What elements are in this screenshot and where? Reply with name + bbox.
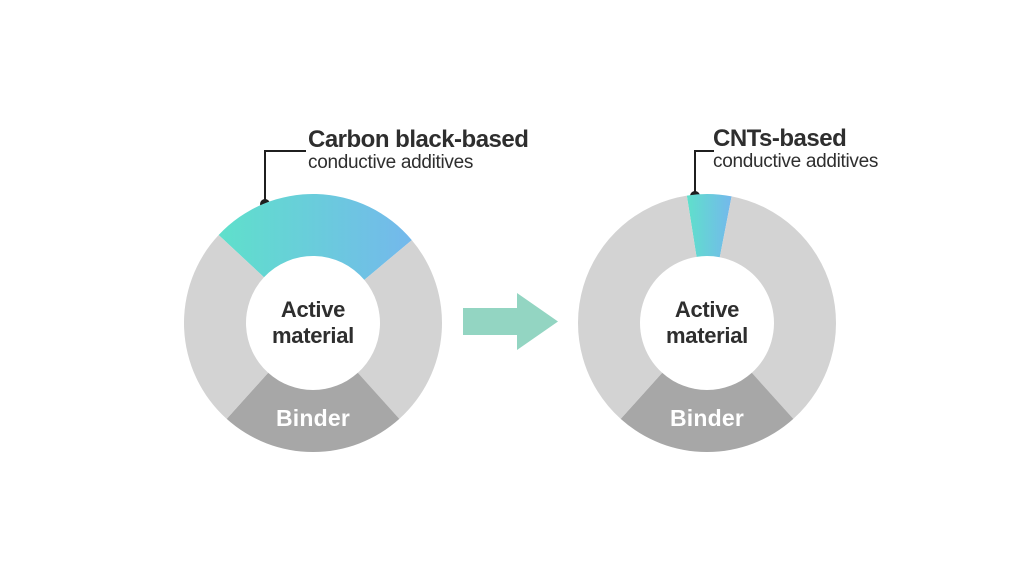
right-binder-label: Binder — [669, 405, 745, 431]
left-center-label: Active material — [272, 297, 354, 348]
right-chart-subtitle: conductive additives — [713, 151, 879, 172]
donut-segment-carbon-black-based-conductive-additives — [218, 194, 412, 280]
left-chart-subtitle: conductive additives — [308, 152, 474, 173]
left-donut-svg — [183, 194, 443, 453]
left-chart-title: Carbon black-based — [308, 126, 529, 153]
right-donut-svg — [577, 194, 837, 453]
donut-segment-binder — [226, 372, 400, 453]
donut-segment-active-material — [183, 235, 269, 419]
right-arrow-shape — [463, 293, 558, 350]
donut-segment-active-material — [577, 195, 697, 419]
right-leader-line-vertical — [694, 150, 696, 196]
left-donut-chart: Active material Binder — [183, 193, 443, 453]
left-leader-line-horizontal — [264, 150, 306, 152]
right-center-label: Active material — [666, 297, 748, 348]
right-donut-chart: Active material Binder — [577, 193, 837, 453]
right-chart-callout: CNTs-based conductive additives — [713, 126, 878, 173]
donut-segment-binder — [620, 372, 794, 453]
right-arrow-icon — [463, 293, 558, 350]
left-chart-callout: Carbon black-based conductive additives — [308, 126, 529, 174]
donut-segment-cnts-based-conductive-additives — [686, 194, 732, 258]
donut-segment-active-material — [357, 240, 443, 419]
donut-segment-active-material — [719, 196, 837, 419]
left-binder-label: Binder — [275, 405, 351, 431]
right-chart-title: CNTs-based — [713, 125, 847, 152]
left-leader-line-vertical — [264, 150, 266, 204]
right-leader-line-horizontal — [694, 150, 714, 152]
